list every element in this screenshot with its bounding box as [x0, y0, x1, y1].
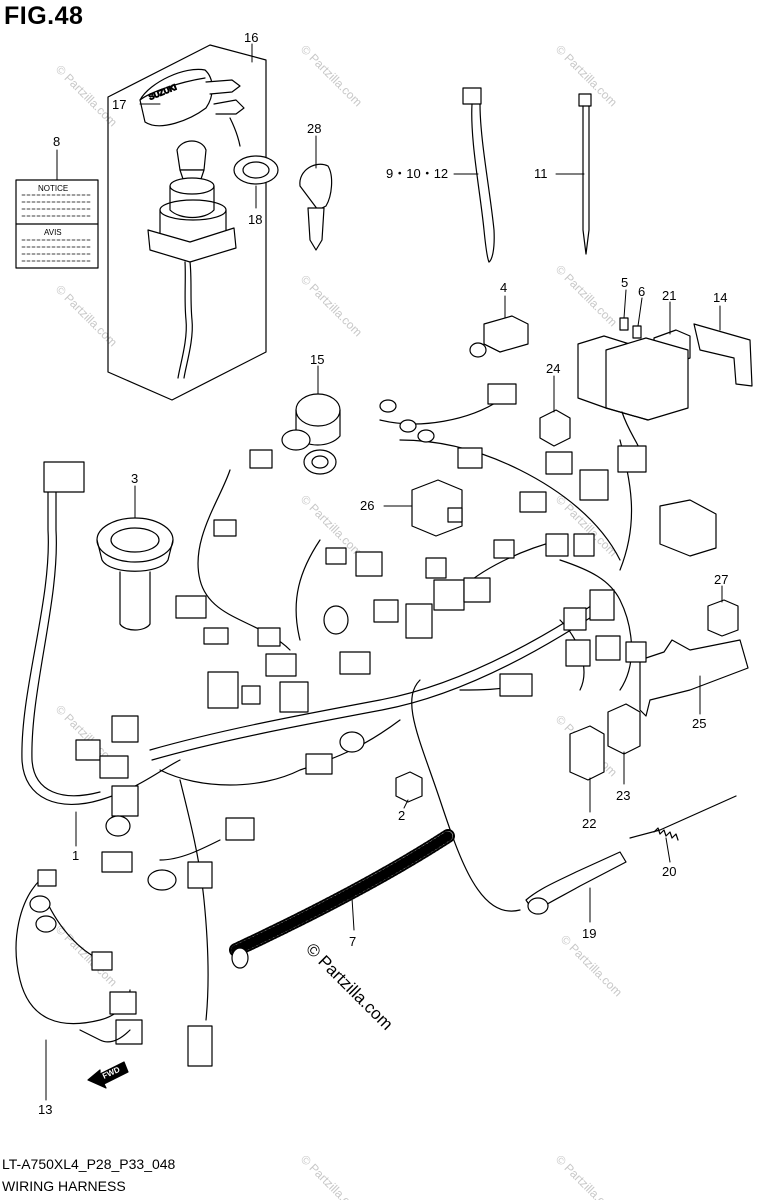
callout-11: 11 — [534, 166, 548, 181]
avis-text: AVIS — [44, 228, 62, 237]
callout-5: 5 — [621, 275, 628, 290]
callout-19: 19 — [582, 926, 596, 941]
callout-8: 8 — [53, 134, 60, 149]
callout-28: 28 — [307, 121, 321, 136]
connector-cap-4 — [469, 315, 529, 358]
bracket-25 — [639, 639, 749, 717]
watermark: © Partzilla.com — [553, 262, 620, 329]
callout-18: 18 — [248, 212, 262, 227]
callout-23: 23 — [616, 788, 630, 803]
fuse-6 — [632, 325, 642, 339]
callout-6: 6 — [638, 284, 645, 299]
bracket-14 — [693, 323, 753, 387]
callout-21: 21 — [662, 288, 676, 303]
callout-4: 4 — [500, 280, 507, 295]
cable-tie-large — [462, 87, 495, 263]
switch-15 — [281, 393, 341, 475]
cap-2 — [395, 771, 423, 803]
callout-26: 26 — [360, 498, 374, 513]
connector-24 — [539, 409, 571, 447]
main-harness-1 — [21, 383, 717, 1067]
connector-23 — [607, 703, 641, 755]
corrugated-tube-7 — [229, 829, 455, 969]
fuse-box — [577, 335, 689, 451]
callout-22: 22 — [582, 816, 596, 831]
fuse-5 — [619, 317, 629, 331]
grommet-3 — [96, 517, 174, 631]
watermark: © Partzilla.com — [298, 42, 365, 109]
watermark: © Partzilla.com — [53, 282, 120, 349]
callout-17: 17 — [112, 97, 126, 112]
relay-26 — [411, 479, 463, 537]
callout-13: 13 — [38, 1102, 52, 1117]
connector-22 — [569, 725, 605, 781]
callout-2: 2 — [398, 808, 405, 823]
watermark: © Partzilla.com — [558, 932, 625, 999]
ignition-switch-kit: SUZUKI — [107, 44, 279, 401]
callout-1: 1 — [72, 848, 79, 863]
key-blank — [299, 163, 333, 251]
callout-9-10-12: 9・10・12 — [386, 166, 448, 181]
leader-lines — [45, 43, 723, 1101]
watermark: © Partzilla.com — [298, 272, 365, 339]
oxygen-sensor-19 — [411, 679, 627, 915]
callout-15: 15 — [310, 352, 324, 367]
callout-27: 27 — [714, 572, 728, 587]
notice-text: NOTICE — [38, 184, 68, 193]
callout-25: 25 — [692, 716, 706, 731]
spring-wire-20 — [629, 795, 737, 839]
callout-7: 7 — [349, 934, 356, 949]
watermark-main: © Partzilla.com — [302, 939, 396, 1033]
watermark: © Partzilla.com — [553, 1152, 620, 1200]
switch-bezel — [147, 227, 237, 263]
fwd-arrow — [87, 1061, 129, 1089]
figure-title: FIG.48 — [4, 2, 84, 30]
cable-tie-small — [578, 93, 592, 255]
callout-14: 14 — [713, 290, 727, 305]
callout-3: 3 — [131, 471, 138, 486]
key-head — [176, 140, 207, 171]
figure-caption: WIRING HARNESS — [2, 1178, 126, 1194]
notice-label — [15, 179, 99, 269]
figure-code: LT-A750XL4_P28_P33_048 — [2, 1156, 176, 1172]
sub-harness-13 — [15, 869, 143, 1045]
spring-20 — [653, 827, 679, 841]
kit-outline-box — [107, 44, 267, 401]
callout-20: 20 — [662, 864, 676, 879]
connector-27 — [707, 599, 739, 637]
ring-nut — [233, 155, 279, 185]
callout-24: 24 — [546, 361, 560, 376]
callout-layer: 16 17 18 8 28 9・10・12 11 4 5 6 21 14 15 … — [38, 30, 728, 1117]
callout-16: 16 — [244, 30, 258, 45]
watermark: © Partzilla.com — [298, 1152, 365, 1200]
